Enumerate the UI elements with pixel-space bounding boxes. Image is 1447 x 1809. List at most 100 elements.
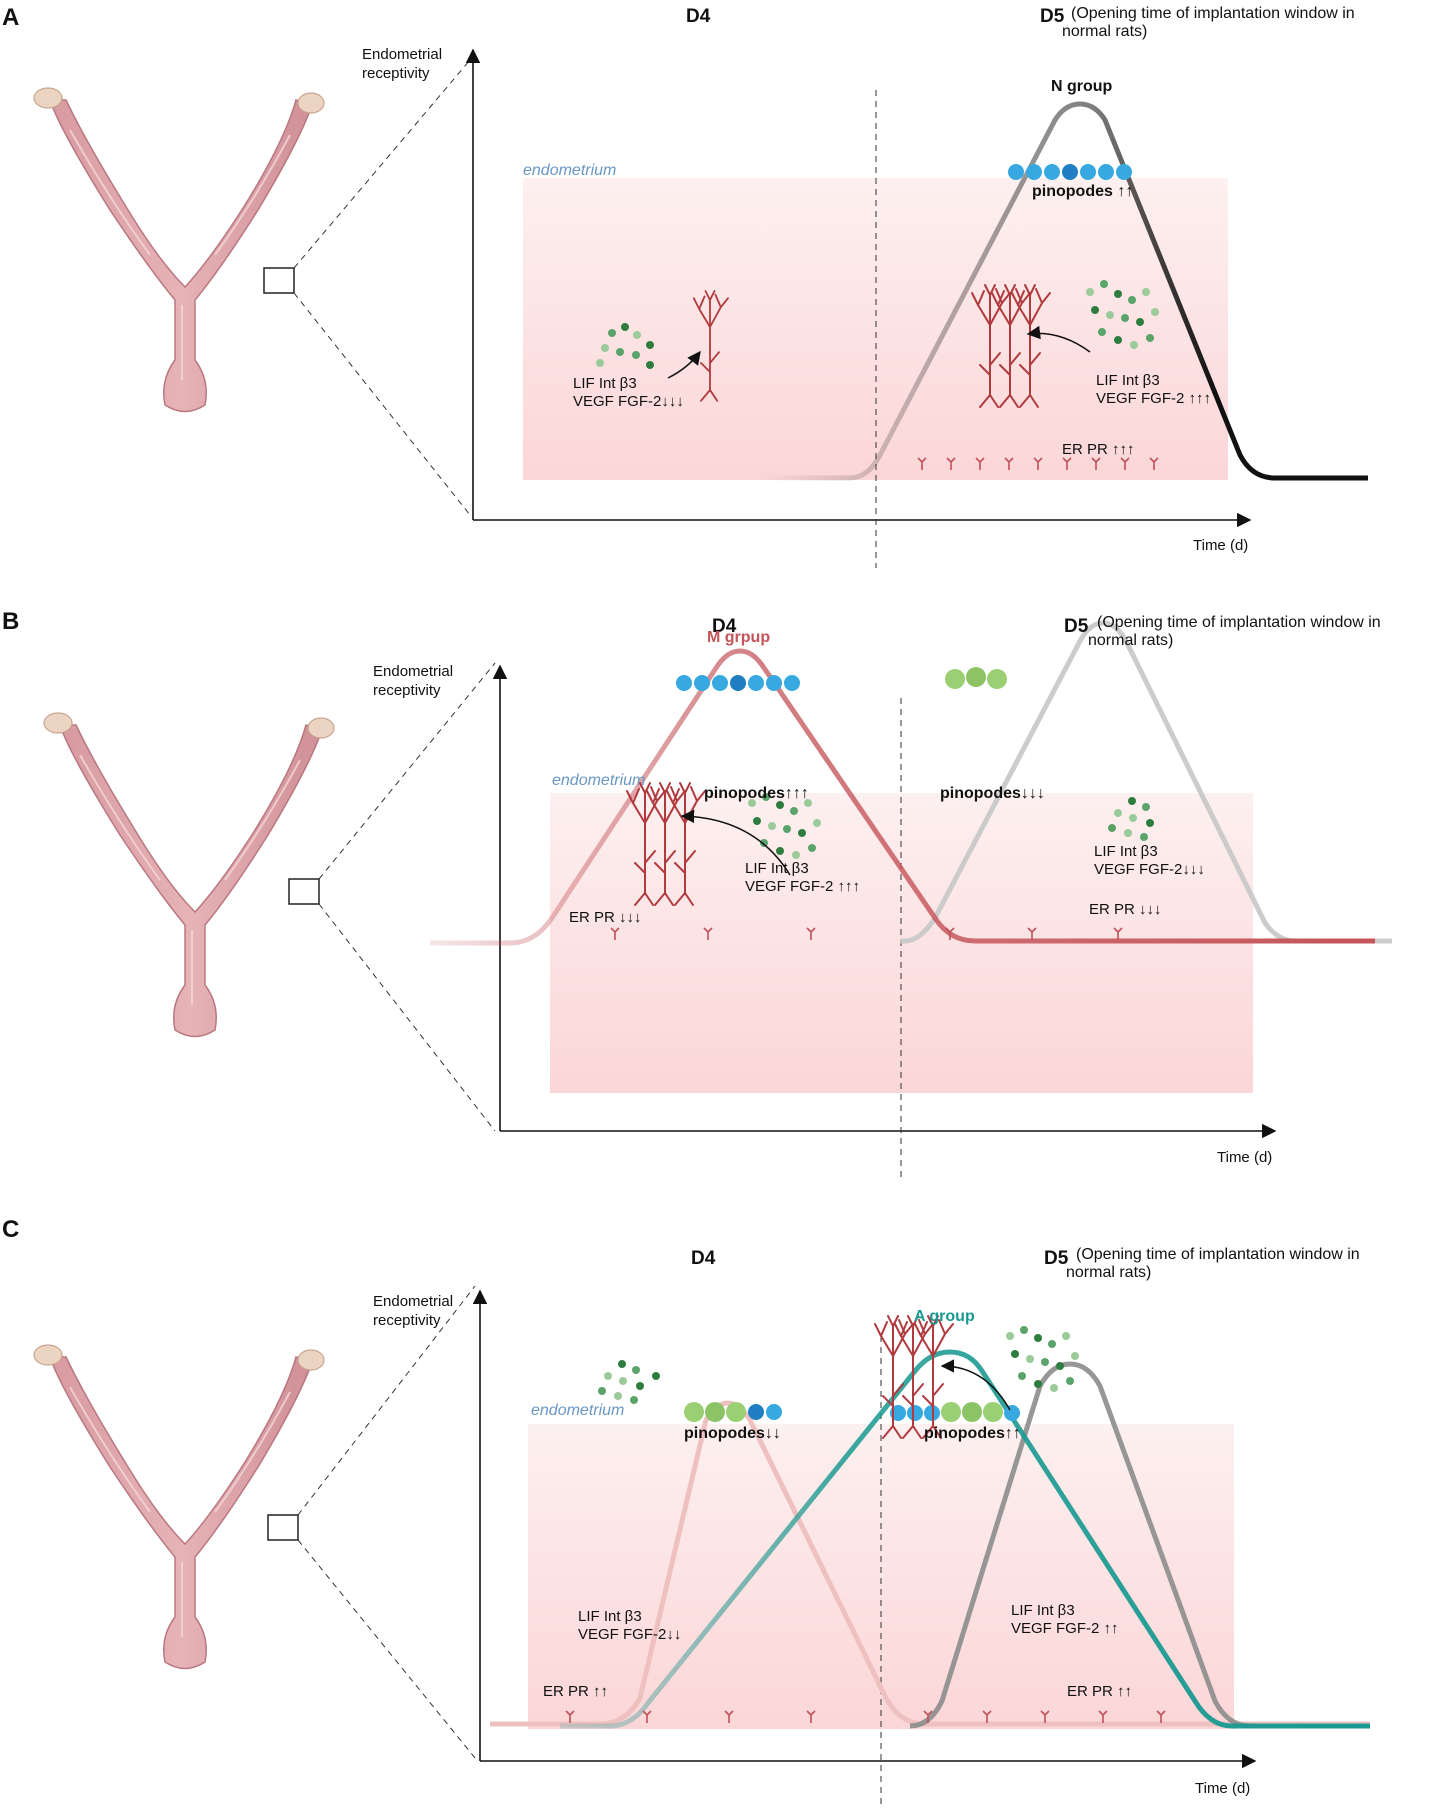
zoom-box [288, 878, 320, 905]
m-group-curve [430, 648, 1375, 946]
pinopodes-label-left: pinopodes↓↓ [684, 1425, 781, 1443]
d4-label: D4 [691, 1248, 716, 1269]
d5-label: D5 [1044, 1248, 1069, 1269]
zoom-line-bottom [297, 1539, 476, 1759]
endometrium-region [523, 178, 1228, 480]
panel-c-final: C D4 D5 (Opening time of implantation wi… [0, 1206, 1447, 1809]
arrow-center [940, 1359, 1011, 1411]
normal-reference-curve [900, 620, 1392, 944]
a-group-curve [560, 1349, 1370, 1729]
molecule-line1: LIF Int β3 [578, 1608, 642, 1625]
pinopodes-label-right: pinopodes↓↓↓ [940, 785, 1045, 803]
panel-c-final-graphics [33, 1285, 1370, 1809]
pinopodes-text: pinopodes [704, 785, 785, 802]
molecule-cluster-right [1006, 1326, 1079, 1392]
molecule-cluster-right [1108, 797, 1154, 841]
pinopodes-arrows: ↑↑↑ [784, 785, 809, 802]
zoom-line-top [293, 59, 471, 269]
endometrium-label: endometrium [531, 1402, 625, 1419]
d5-note-line1: (Opening time of implantation window in [1071, 5, 1355, 22]
pinopodes-cluster [1008, 164, 1132, 180]
pinopodes-label-right: pinopodes↑↑ [924, 1425, 1021, 1443]
pinopodes-arrows: ↑↑ [1004, 1425, 1021, 1442]
y-axis-label-line1: Endometrial [373, 1293, 454, 1310]
pinopodes-cluster-left [684, 1402, 782, 1422]
zoom-line-bottom [293, 292, 471, 516]
panel-label: A [2, 4, 20, 31]
d4-label: D4 [712, 616, 737, 637]
pinopodes-arrows: ↑↑ [1112, 183, 1134, 200]
arrow-left [680, 809, 791, 876]
uterus-illustration [33, 1344, 325, 1670]
molecule-line1: LIF Int β3 [1094, 843, 1158, 860]
panel-b: B D4 D5 (Opening time of implantation wi… [0, 603, 1447, 1206]
panel-a-graphics [33, 48, 1368, 568]
pinopodes-cluster-right [945, 667, 1007, 689]
panel-label: C [2, 1216, 20, 1243]
molecule-label-right: LIF Int β3 VEGF FGF-2 ↑↑↑ [1096, 372, 1211, 408]
d5-note-line1: (Opening time of implantation window in [1076, 1246, 1360, 1263]
receptor-label-right: ER PR ↓↓↓ [1089, 901, 1162, 918]
endometrium-label: endometrium [552, 772, 646, 789]
x-axis-label: Time (d) [1217, 1149, 1273, 1166]
pinopodes-text: pinopodes [924, 1425, 1005, 1442]
molecule-line2: VEGF FGF-2↓↓ [578, 1626, 682, 1643]
molecule-label-left: LIF Int β3 VEGF FGF-2↓↓↓ [573, 375, 684, 411]
panel-b-graphics [43, 620, 1392, 1181]
molecule-line2: VEGF FGF-2 ↑↑↑ [1096, 390, 1212, 407]
zoom-line-top [318, 662, 496, 880]
y-axis-label-line2: receptivity [362, 65, 430, 82]
panel-a: A D4 D5 (Opening time of implantation wi… [0, 0, 1447, 603]
molecule-line1: LIF Int β3 [745, 860, 809, 877]
normal-reference-curve [909, 1361, 1370, 1729]
pinopodes-arrows: ↓↓↓ [1020, 785, 1045, 802]
x-axis-label: Time (d) [1195, 1780, 1251, 1797]
molecule-line2: VEGF FGF-2↓↓↓ [1094, 861, 1205, 878]
receptor-label-left: ER PR ↓↓↓ [569, 909, 642, 926]
pinopodes-cluster-left [676, 675, 800, 691]
pinopodes-arrows: ↓↓ [764, 1425, 781, 1442]
d5-note-line2: normal rats) [1066, 1264, 1152, 1281]
molecule-cluster-left [748, 793, 821, 859]
d5-note-line2: normal rats) [1088, 632, 1174, 649]
receptor-label: ER PR ↑↑↑ [1062, 441, 1135, 458]
group-label: M grpup [707, 629, 771, 646]
pinopodes-text: pinopodes [684, 1425, 765, 1442]
d5-note-line2: normal rats) [1062, 23, 1148, 40]
zoom-line-bottom [318, 903, 496, 1132]
arrow-left [667, 350, 701, 379]
y-axis-label-line2: receptivity [373, 682, 441, 699]
molecule-line1: LIF Int β3 [573, 375, 637, 392]
y-axis-label-line2: receptivity [373, 1312, 441, 1329]
molecule-line2: VEGF FGF-2 ↑↑ [1011, 1620, 1119, 1637]
uterus-illustration [33, 87, 325, 413]
molecule-label-left: LIF Int β3 VEGF FGF-2 ↑↑↑ [745, 860, 860, 896]
pinopodes-label-left: pinopodes↑↑↑ [704, 785, 809, 803]
vessel-center [874, 1315, 954, 1439]
pinopodes-text: pinopodes [1032, 183, 1113, 200]
d5-label: D5 [1064, 616, 1089, 637]
pinopodes-label: pinopodes ↑↑ [1032, 183, 1133, 201]
group-label: A group [914, 1308, 975, 1325]
panel-label: B [2, 608, 20, 635]
molecule-label-right: LIF Int β3 VEGF FGF-2 ↑↑ [1011, 1602, 1119, 1638]
group-label: N group [1051, 78, 1113, 95]
y-axis-label-line1: Endometrial [373, 663, 454, 680]
molecule-line2: VEGF FGF-2 ↑↑↑ [745, 878, 861, 895]
zoom-line-top [297, 1285, 476, 1516]
molecule-cluster-left [596, 323, 654, 369]
molecule-line2: VEGF FGF-2↓↓↓ [573, 393, 684, 410]
endometrium-label: endometrium [523, 162, 617, 179]
pinopodes-cluster-right [890, 1402, 1020, 1422]
receptor-label-right: ER PR ↑↑ [1067, 1683, 1133, 1700]
zoom-box [263, 267, 295, 294]
molecule-line1: LIF Int β3 [1096, 372, 1160, 389]
molecule-label-left: LIF Int β3 VEGF FGF-2↓↓ [578, 1608, 681, 1644]
y-axis-label-line1: Endometrial [362, 46, 443, 63]
d5-note-line1: (Opening time of implantation window in [1097, 614, 1381, 631]
receptor-label-left: ER PR ↑↑ [543, 1683, 609, 1700]
uterus-illustration [43, 712, 335, 1038]
molecule-cluster-left [598, 1360, 660, 1404]
zoom-box [267, 1514, 299, 1541]
x-axis-label: Time (d) [1193, 537, 1249, 554]
